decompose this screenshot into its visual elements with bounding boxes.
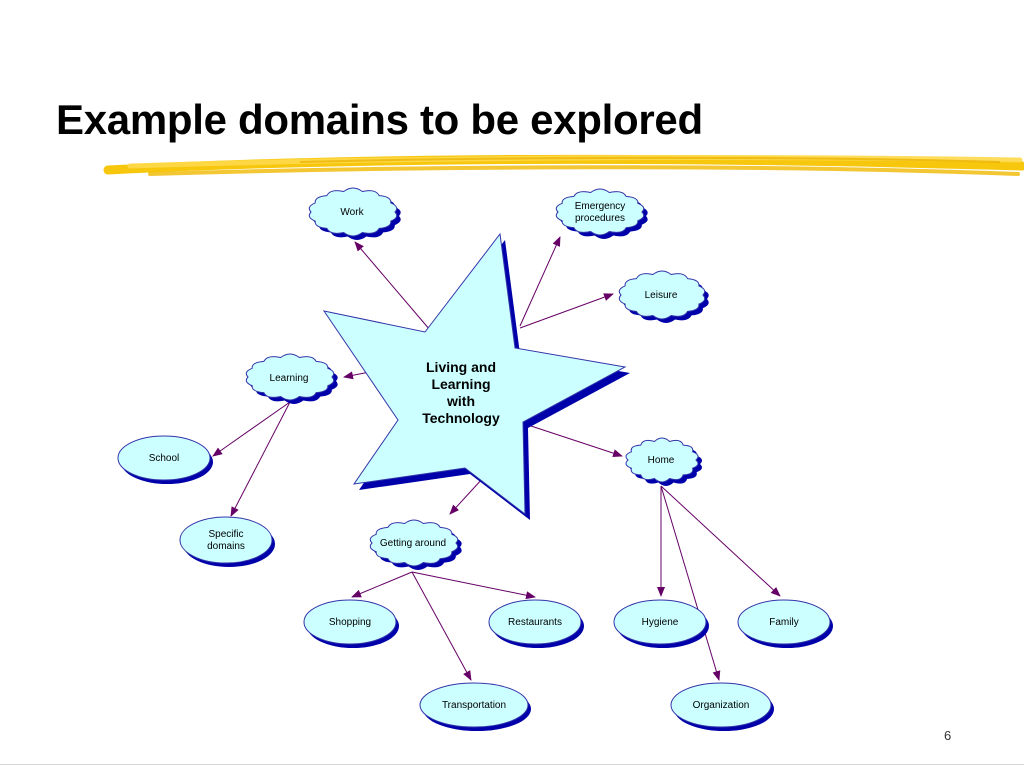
oval-shape (303, 599, 397, 645)
arrow-to-leisure (519, 293, 614, 329)
node-label-organization: Organization (693, 700, 750, 711)
node-hygiene: Hygiene (613, 599, 709, 648)
oval-shape (613, 599, 707, 645)
oval-shape (737, 599, 831, 645)
center-label-line-1: Living and (426, 359, 496, 375)
arrow-to-restaurants (411, 571, 536, 600)
cloud-shape (618, 270, 706, 320)
node-getting-around: Getting around (369, 519, 462, 570)
node-label-shopping: Shopping (329, 617, 371, 628)
node-label-work: Work (340, 207, 364, 218)
node-label-family: Family (769, 617, 798, 628)
node-label-specific-line-2: domains (207, 541, 245, 552)
center-label-line-4: Technology (422, 410, 500, 426)
arrow-to-family (660, 485, 781, 597)
arrow-to-school (212, 401, 291, 457)
node-school: School (117, 435, 213, 484)
arrow-to-transportation (411, 571, 472, 681)
node-home: Home (625, 437, 703, 486)
footer-divider (0, 764, 1024, 765)
node-label-transportation: Transportation (442, 700, 506, 711)
oval-shape (670, 682, 772, 728)
node-emergency-procedures: Emergency procedures (555, 188, 648, 239)
center-label-line-2: Learning (431, 376, 490, 392)
node-label-specific-line-1: Specific (208, 529, 243, 540)
node-label-hygiene: Hygiene (642, 617, 679, 628)
slide-title: Example domains to be explored (56, 96, 703, 143)
page-number: 6 (944, 728, 952, 743)
oval-shape (179, 516, 273, 564)
node-learning: Learning (245, 353, 338, 404)
node-label-getting-around: Getting around (380, 538, 446, 549)
cloud-shape (245, 353, 335, 401)
title-highlight-stroke (103, 154, 1024, 176)
node-leisure: Leisure (618, 270, 709, 323)
node-shopping: Shopping (303, 599, 399, 648)
center-label-line-3: with (446, 393, 475, 409)
center-star: Living and Learning with Technology (322, 232, 630, 520)
node-label-emergency-line-1: Emergency (575, 201, 626, 212)
cloud-shape (308, 187, 398, 237)
arrow-to-specific-domains (230, 401, 291, 517)
node-specific-domains: Specific domains (179, 516, 275, 567)
node-organization: Organization (670, 682, 774, 731)
cloud-shape (555, 188, 645, 236)
node-label-leisure: Leisure (645, 290, 678, 301)
node-label-school: School (149, 453, 180, 464)
cloud-shape (625, 437, 699, 483)
node-work: Work (308, 187, 401, 240)
node-label-restaurants: Restaurants (508, 617, 562, 628)
oval-shape (488, 599, 582, 645)
node-transportation: Transportation (419, 682, 531, 731)
arrow-to-emergency (519, 236, 561, 327)
oval-shape (117, 435, 211, 481)
arrow-to-shopping (351, 571, 413, 598)
node-label-learning: Learning (270, 373, 309, 384)
arrow-to-getting-around (449, 477, 484, 515)
node-family: Family (737, 599, 833, 648)
arrow-to-work (354, 241, 431, 331)
arrow-to-home (527, 424, 623, 457)
arrows (212, 236, 781, 681)
node-label-home: Home (648, 455, 675, 466)
oval-shape (419, 682, 529, 728)
node-label-emergency-line-2: procedures (575, 213, 625, 224)
cloud-shape (369, 519, 459, 567)
node-restaurants: Restaurants (488, 599, 584, 648)
arrow-to-organization (660, 485, 721, 681)
